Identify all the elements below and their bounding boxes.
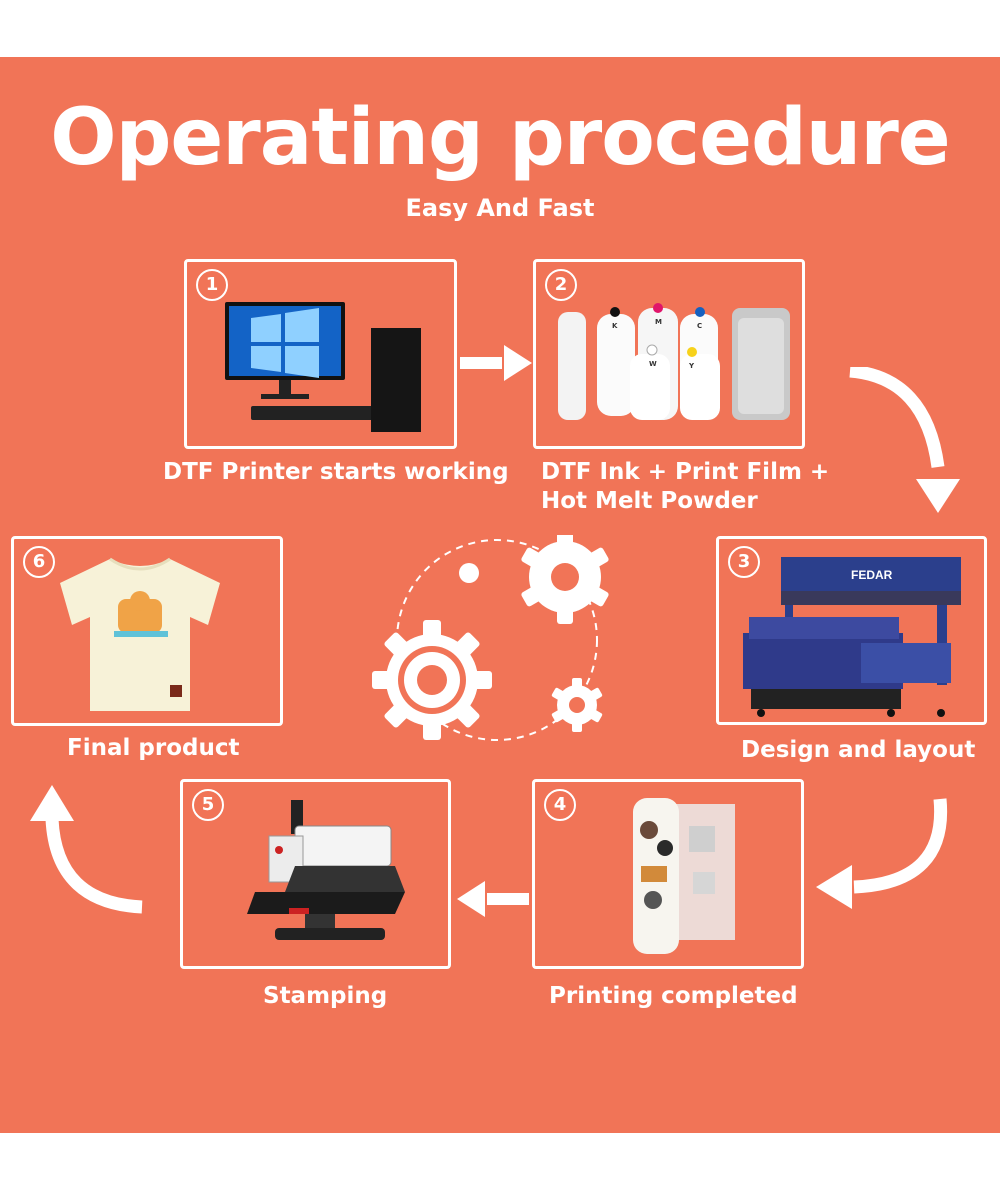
- step-1-card: 1: [184, 259, 457, 449]
- arrow-curve-left-icon: [812, 797, 952, 913]
- ink-film-powder-icon: K M C Y W: [552, 302, 797, 424]
- step-2-number: 2: [545, 269, 577, 301]
- arrow-curve-up-icon: [26, 779, 146, 919]
- gears-icon: [372, 535, 622, 745]
- step-3-number: 3: [728, 546, 760, 578]
- arrow-curve-down-icon: [846, 367, 966, 517]
- heat-press-icon: [245, 796, 415, 958]
- ink-bottle-label: Y: [688, 362, 695, 370]
- page-subtitle: Easy And Fast: [405, 194, 595, 222]
- step-1-label: DTF Printer starts working: [163, 459, 509, 485]
- step-3-card: 3 FEDAR: [716, 536, 987, 725]
- step-4-number: 4: [544, 789, 576, 821]
- step-5-number: 5: [192, 789, 224, 821]
- ink-bottle-label: K: [612, 322, 618, 330]
- step-2-label-line1: DTF Ink + Print Film +: [541, 459, 830, 485]
- printer-brand-text: FEDAR: [851, 568, 893, 582]
- arrow-left-icon: [457, 879, 529, 919]
- step-5-card: 5: [180, 779, 451, 969]
- step-4-card: 4: [532, 779, 804, 969]
- step-6-label: Final product: [67, 735, 240, 761]
- step-6-number: 6: [23, 546, 55, 578]
- step-5-label: Stamping: [263, 983, 388, 1009]
- step-6-card: 6: [11, 536, 283, 726]
- step-2-label-line2: Hot Melt Powder: [541, 488, 758, 514]
- dtf-printer-icon: FEDAR: [741, 553, 971, 718]
- arrow-right-icon: [460, 343, 532, 383]
- ink-bottle-label: W: [649, 360, 657, 368]
- step-4-label: Printing completed: [549, 983, 798, 1009]
- step-3-label: Design and layout: [741, 737, 976, 763]
- step-2-card: 2 K M C Y W: [533, 259, 805, 449]
- tshirt-icon: [50, 553, 230, 715]
- computer-icon: [221, 298, 421, 438]
- procedure-panel: Operating procedure Easy And Fast 1 DTF …: [0, 57, 1000, 1133]
- printed-film-roll-icon: [627, 796, 747, 958]
- step-1-number: 1: [196, 269, 228, 301]
- ink-bottle-label: M: [655, 318, 662, 326]
- page-title: Operating procedure: [50, 93, 950, 183]
- ink-bottle-label: C: [697, 322, 702, 330]
